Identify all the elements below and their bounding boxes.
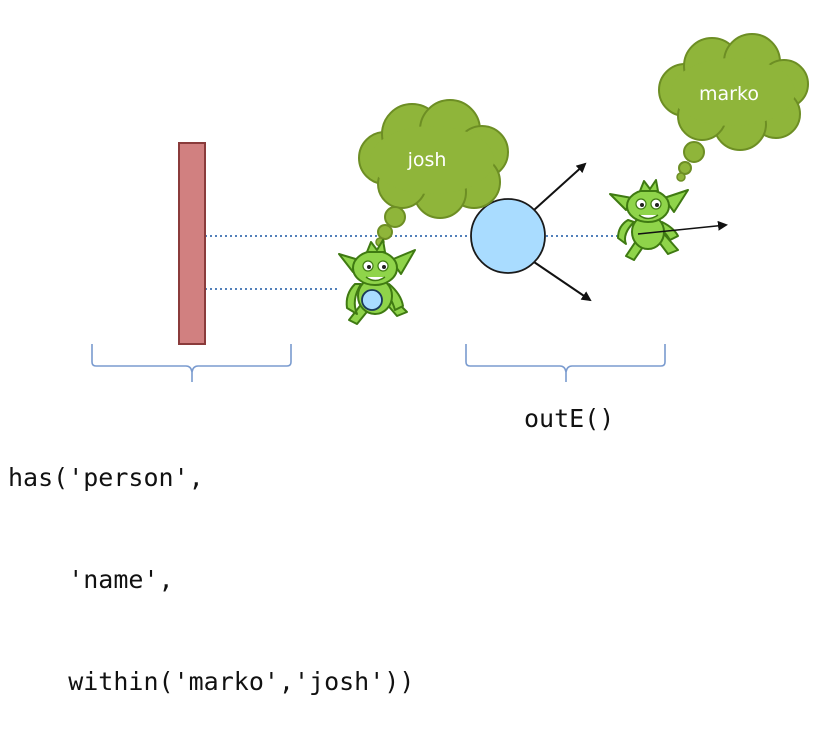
held-vertex-icon — [361, 289, 383, 311]
vertex-circle — [470, 198, 546, 274]
diagram-stage: josh marko — [8, 33, 809, 696]
edge-arrow-up — [533, 162, 587, 211]
traverser-goblin-icon — [338, 239, 416, 325]
has-code-line-3: within('marko','josh')) — [8, 667, 415, 696]
has-code-line-2: 'name', — [8, 565, 174, 594]
thought-bubble-marko: marko — [658, 33, 809, 182]
traversal-diagram: josh marko — [91, 33, 809, 382]
oute-step-code: outE() — [524, 404, 615, 433]
has-step-code: has('person', 'name', within('marko','jo… — [8, 393, 414, 733]
thought-text-marko: marko — [699, 83, 759, 105]
thought-bubble-josh: josh — [358, 99, 509, 247]
brace-right — [465, 344, 666, 373]
held-edge-arrow — [637, 220, 728, 235]
has-code-line-1: has('person', — [8, 463, 204, 492]
brace-left — [91, 344, 292, 373]
edge-arrow-down — [533, 261, 592, 302]
filter-bar — [178, 142, 206, 345]
thought-text-josh: josh — [407, 149, 447, 171]
traverser-goblin-right-icon — [609, 179, 689, 261]
